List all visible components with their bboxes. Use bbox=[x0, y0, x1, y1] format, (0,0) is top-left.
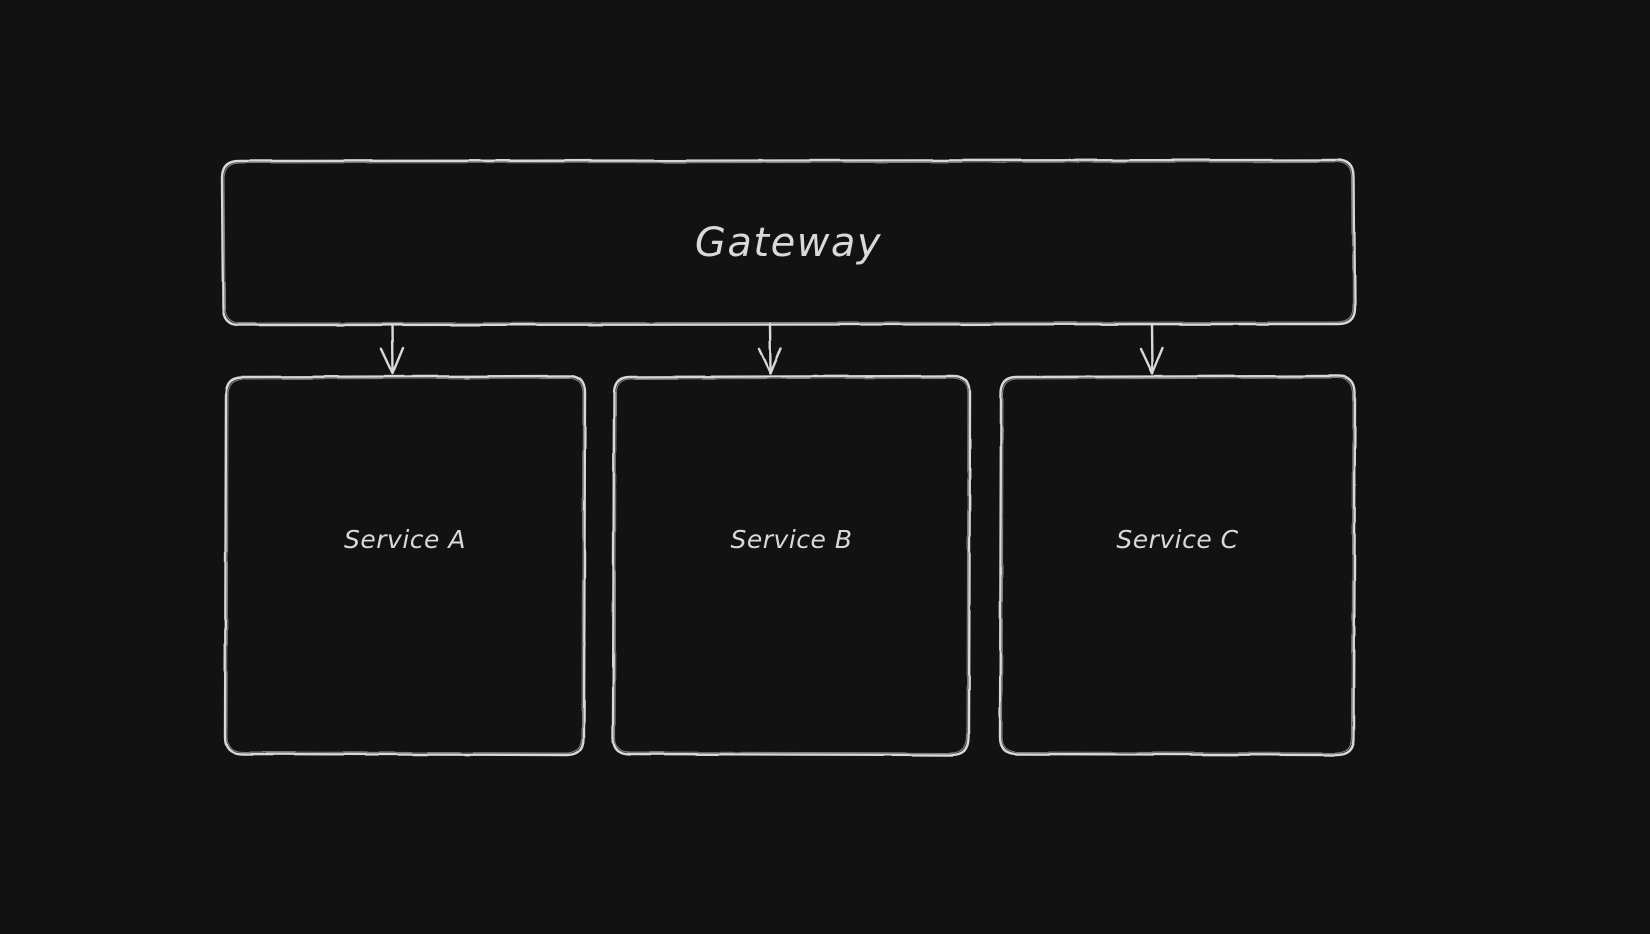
node-gateway-label: Gateway bbox=[694, 219, 883, 266]
node-service-b-label: Service B bbox=[730, 525, 853, 554]
edge-gateway-to-service-c bbox=[1139, 322, 1165, 375]
node-service-a-label: Service A bbox=[344, 525, 466, 554]
service-c-box-outline bbox=[998, 374, 1357, 757]
node-service-c[interactable]: Service C bbox=[1000, 376, 1355, 755]
edge-gateway-to-service-b bbox=[757, 322, 783, 375]
node-service-a[interactable]: Service A bbox=[225, 376, 585, 755]
gateway-box-outline bbox=[220, 158, 1357, 327]
service-b-box-outline bbox=[611, 374, 972, 757]
edge-gateway-to-service-a bbox=[379, 323, 405, 375]
node-gateway[interactable]: Gateway bbox=[222, 160, 1355, 325]
node-service-b[interactable]: Service B bbox=[613, 376, 970, 755]
service-a-box-outline bbox=[223, 374, 587, 757]
node-service-c-label: Service C bbox=[1116, 525, 1239, 554]
